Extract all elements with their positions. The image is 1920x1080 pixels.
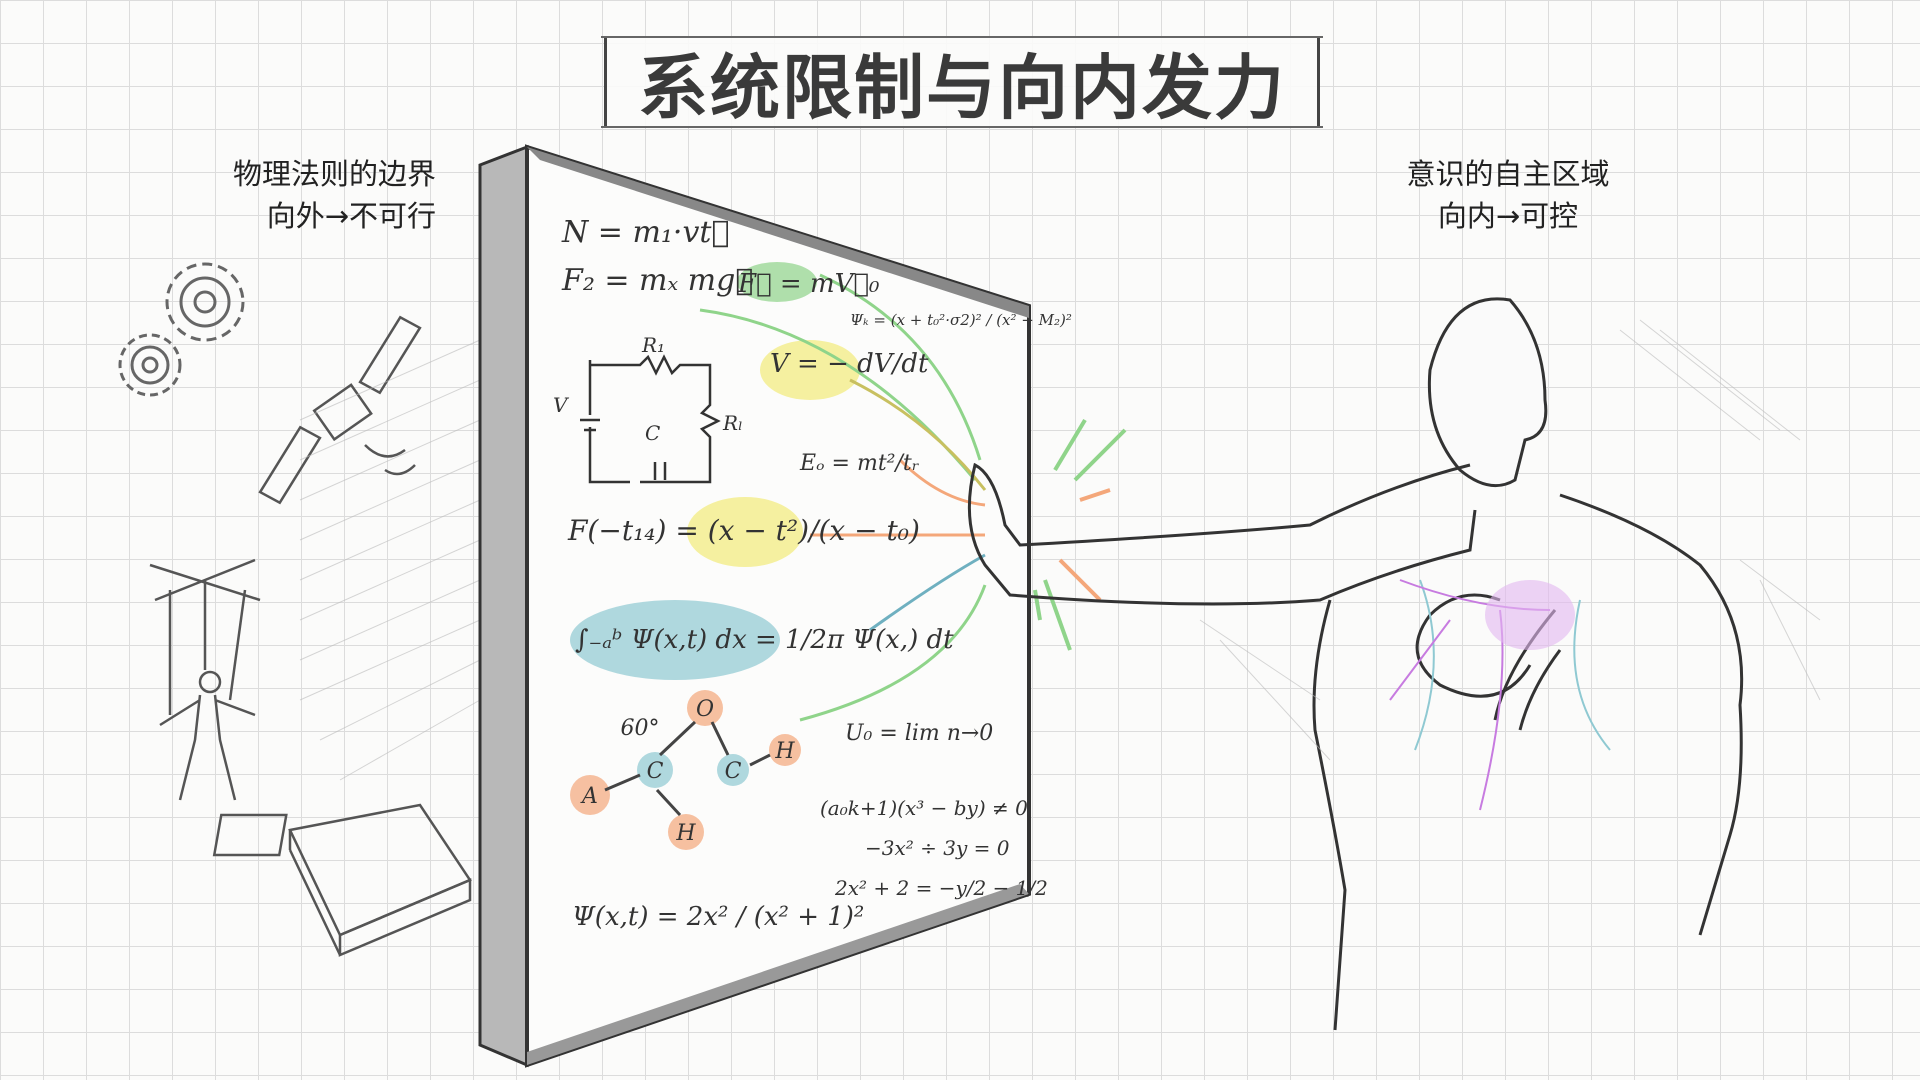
- right-caption-line2: 向内→可控: [1437, 199, 1579, 233]
- atom: H: [774, 739, 795, 764]
- atom: A: [580, 784, 598, 809]
- equation: (a₀k+1)(x³ − by) ≠ 0: [820, 796, 1028, 820]
- equation: U₀ = lim n→0: [845, 721, 993, 746]
- atom: O: [696, 697, 714, 722]
- molecule-angle: 60°: [621, 716, 660, 741]
- circuit-label: V: [553, 393, 570, 417]
- satellite-icon: [258, 315, 422, 505]
- puppet-icon: [149, 558, 261, 801]
- equation: F(−t₁₄) = (x − t²)/(x − t₀): [567, 514, 920, 547]
- right-caption: 意识的自主区域 向内→可控: [1390, 153, 1626, 237]
- impact-burst: [1033, 418, 1127, 651]
- equation: Eₒ = mt²/tᵣ: [799, 451, 920, 476]
- equation: F⃗ = mV⃗₀: [737, 269, 880, 299]
- equation: F₂ = mₓ mg⃗: [561, 263, 753, 298]
- equation: −3x² ÷ 3y = 0: [865, 836, 1010, 860]
- left-caption: 物理法则的边界 向外→不可行: [200, 153, 436, 237]
- circuit-label: R₁: [641, 333, 665, 357]
- equation: V = − dV/dt: [770, 349, 929, 379]
- control-panel-icon: [212, 803, 472, 957]
- equation: N = m₁·vt⃗: [561, 215, 729, 250]
- equation: Ψₖ = (x + t₀²·σ2)² / (x² − M₂)²: [850, 311, 1072, 329]
- circuit-diagram: [580, 354, 721, 484]
- page-title: 系统限制与向内发力: [601, 36, 1323, 129]
- atom: H: [675, 821, 696, 846]
- atom: C: [725, 759, 742, 784]
- circuit-label: Rₗ: [722, 411, 743, 435]
- equation: ∫₋ₐᵇ Ψ(x,t) dx = 1/2π Ψ(x,) dt: [575, 625, 954, 655]
- gear-icon: [118, 262, 245, 397]
- circuit-label: C: [645, 421, 660, 445]
- left-caption-line2: 向外→不可行: [266, 199, 436, 233]
- atom: C: [647, 759, 664, 784]
- glass-wall: [478, 144, 1031, 1068]
- equation: 2x² + 2 = −y/2 − 1/2: [834, 876, 1048, 900]
- equation: Ψ(x,t) = 2x² / (x² + 1)²: [572, 902, 864, 932]
- human-figure: [967, 297, 1744, 1031]
- right-caption-line1: 意识的自主区域: [1406, 157, 1610, 191]
- left-caption-line1: 物理法则的边界: [232, 157, 436, 191]
